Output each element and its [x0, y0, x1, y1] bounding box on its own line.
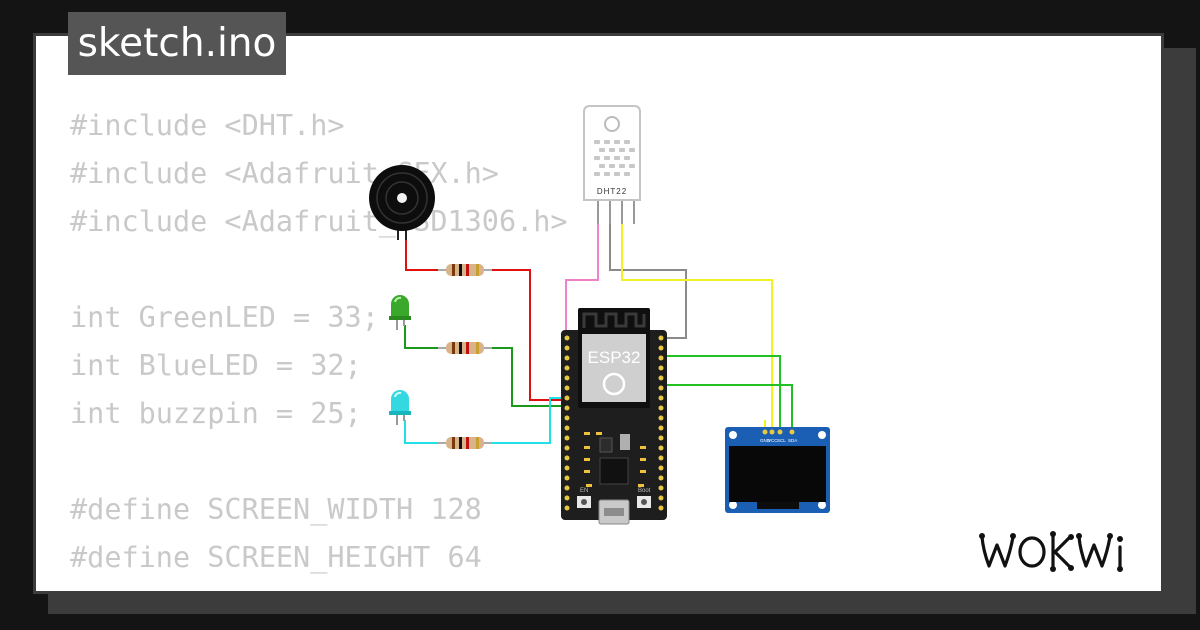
boot-label: Boot — [638, 488, 651, 494]
wire-cyan-to-esp — [488, 397, 568, 444]
code-line: #define SCREEN_WIDTH 128 — [70, 493, 482, 526]
code-line: #include <Adafruit_GFX.h> — [70, 157, 499, 190]
wire-sda — [665, 384, 793, 430]
file-tab[interactable]: sketch.ino — [68, 12, 286, 75]
code-line: int buzzpin = 25; — [70, 397, 362, 430]
dht22-label: DHT22 — [597, 187, 627, 196]
esp32-label: ESP32 — [588, 348, 641, 367]
en-label: EN — [580, 488, 588, 494]
wire-red-to-esp — [488, 269, 568, 401]
wire-dht-gnd — [609, 222, 687, 339]
code-line: #define SCREEN_HEIGHT 64 — [70, 541, 482, 574]
wire-dht-data — [565, 222, 599, 334]
code-background: #include <DHT.h> #include <Adafruit_GFX.h… — [70, 102, 568, 582]
wire-green-led — [404, 325, 440, 349]
wokwi-logo — [979, 531, 1123, 572]
wire-blue-led — [404, 420, 440, 444]
code-line: int BlueLED = 32; — [70, 349, 362, 382]
oled-pin-sda: SDA — [788, 438, 797, 443]
resistor — [438, 342, 492, 354]
buzzer — [369, 165, 435, 240]
oled-pin-gnd: GND — [760, 438, 771, 443]
green-led — [389, 295, 411, 330]
wire-scl — [665, 355, 781, 430]
code-line: #include <DHT.h> — [70, 109, 345, 142]
esp32-board: ESP32 — [561, 308, 667, 525]
code-line: int GreenLED = 33; — [70, 301, 379, 334]
dht22-sensor: DHT22 — [583, 105, 641, 224]
oled-pin-vcc: VCC — [768, 438, 778, 443]
pin-header-right — [658, 335, 664, 511]
wire-green-to-esp — [488, 347, 568, 407]
code-line: #include <Adafruit_SSD1306.h> — [70, 205, 568, 238]
blue-led — [389, 390, 411, 425]
wires — [404, 222, 793, 444]
pin-header-left — [564, 335, 570, 511]
oled-pin-scl: SCL — [777, 438, 786, 443]
wire-buzzer-red — [405, 234, 440, 271]
resistor — [438, 264, 492, 276]
oled-display: GND VCC SCL SDA — [725, 427, 830, 513]
resistor — [438, 437, 492, 449]
